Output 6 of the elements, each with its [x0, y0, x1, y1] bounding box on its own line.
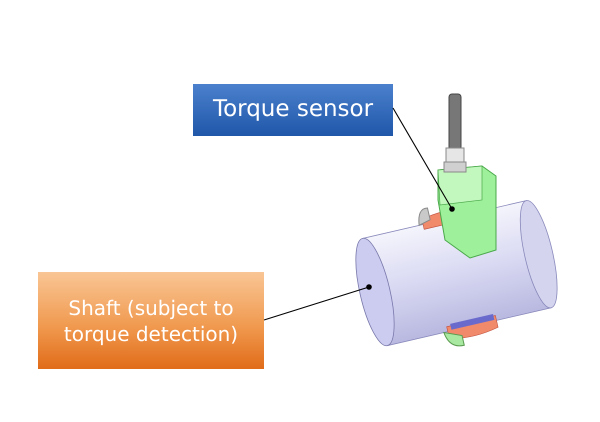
label-text: Torque sensor	[212, 95, 374, 124]
leader-line	[392, 108, 455, 212]
label-box	[38, 272, 264, 369]
label-text: Shaft (subject to torque detection)	[62, 294, 240, 346]
leader-line	[264, 284, 372, 321]
label-box	[193, 84, 393, 136]
